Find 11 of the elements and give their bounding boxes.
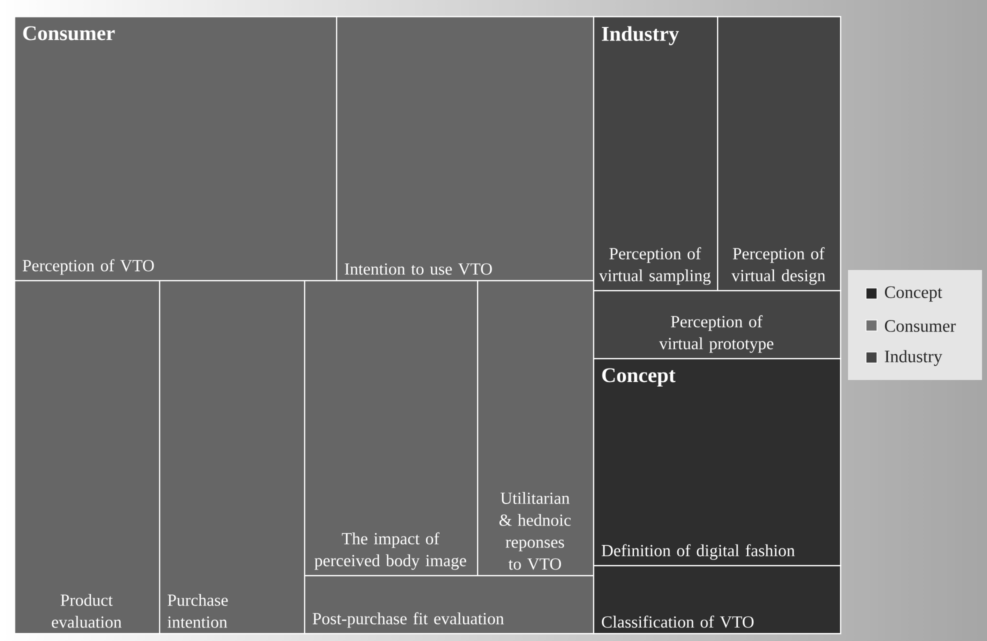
legend-label: Consumer [884, 320, 956, 332]
treemap-tile: Consumer Perception of VTO [14, 16, 338, 282]
legend-label: Concept [884, 286, 942, 302]
treemap-tile: Purchase intention [159, 280, 306, 634]
treemap-tile: Classification of VTO [593, 565, 842, 634]
treemap-tile: Product evaluation [14, 280, 160, 634]
legend-label: Industry [884, 350, 942, 366]
treemap-tile: Post-purchase fit evaluation [304, 575, 594, 634]
treemap-tile: Intention to use VTO [336, 16, 594, 282]
treemap-tile: Perception of virtual prototype [593, 290, 842, 360]
treemap-tile: Perception of virtual design [717, 16, 842, 292]
